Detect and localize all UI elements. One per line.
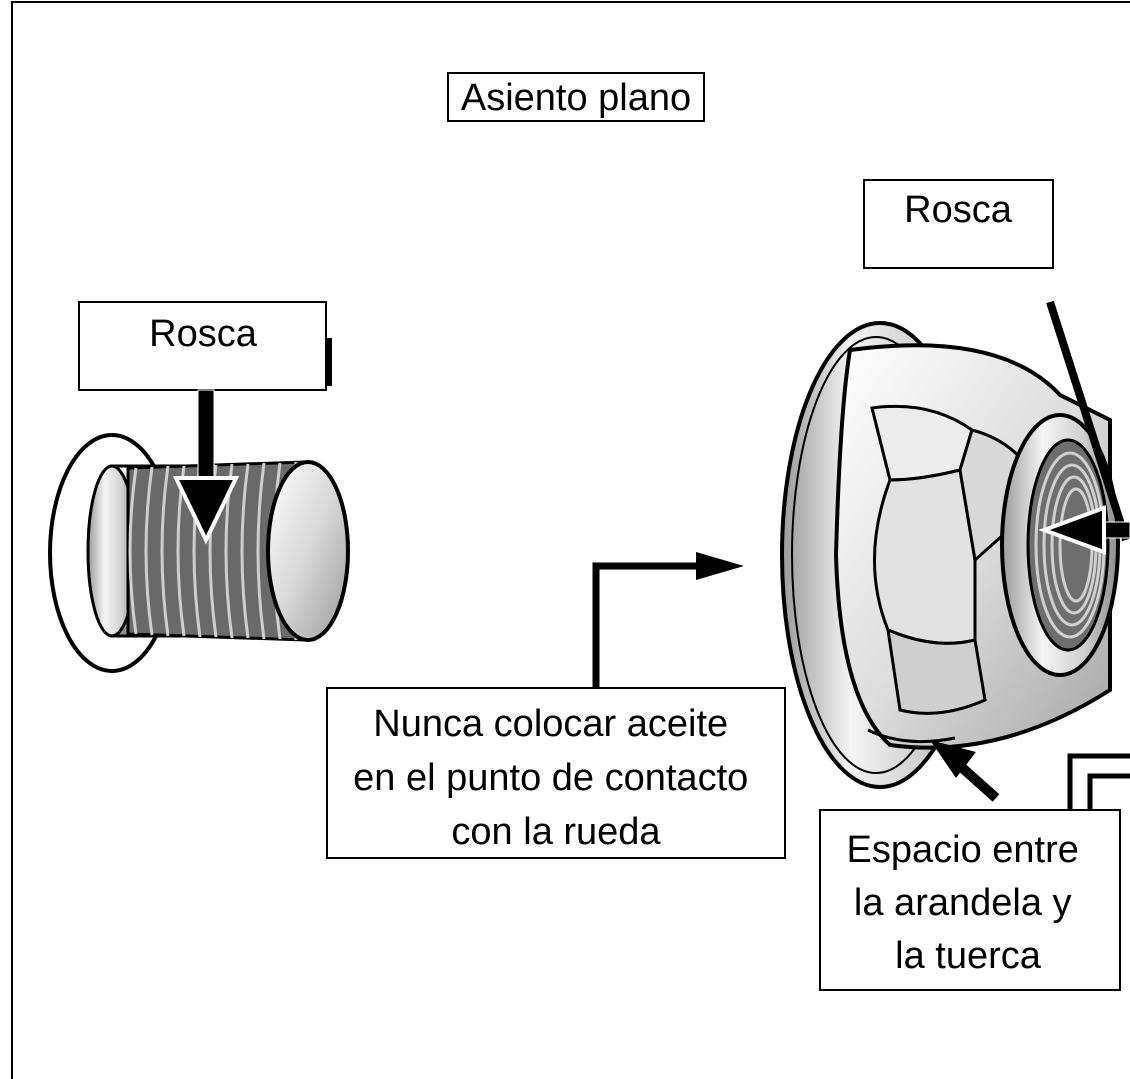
oil-warning-label-box (326, 687, 786, 859)
washer-gap-label-box (819, 809, 1121, 991)
diagram-title: Asiento plano (461, 77, 691, 119)
bolt-thread-lines (128, 461, 298, 641)
oil-warning-line-2: en el punto de contacto (353, 757, 748, 799)
oil-warning-line-3: con la rueda (451, 811, 661, 853)
oil-warning-arrow (592, 552, 744, 688)
nut-thread-leader-line (1046, 300, 1130, 542)
washer-gap-line-2: la arandela y (854, 882, 1072, 924)
washer-gap-label: Espacio entre la arandela y la tuerca (847, 829, 1090, 977)
bolt-thread-label: Rosca (149, 313, 258, 355)
bolt-illustration (48, 433, 350, 673)
oil-warning-label: Nunca colocar aceite en el punto de cont… (353, 703, 759, 853)
washer-gap-arrow (930, 740, 1000, 802)
lug-nut-illustration (780, 321, 1120, 789)
washer-gap-line-3: la tuerca (895, 935, 1042, 977)
nut-thread-label-box (863, 179, 1054, 269)
nut-thread-label: Rosca (904, 189, 1013, 231)
bolt-thread-label-box (78, 301, 327, 391)
nut-thread-arrow (1038, 505, 1130, 555)
bolt-label-shadow (326, 338, 332, 386)
title-box (447, 72, 705, 122)
washer-gap-line-1: Espacio entre (847, 829, 1079, 871)
bolt-thread-arrow (172, 389, 240, 545)
oil-warning-line-1: Nunca colocar aceite (373, 703, 728, 745)
outer-frame (11, 1, 1130, 1079)
partial-bracket (1067, 753, 1130, 810)
